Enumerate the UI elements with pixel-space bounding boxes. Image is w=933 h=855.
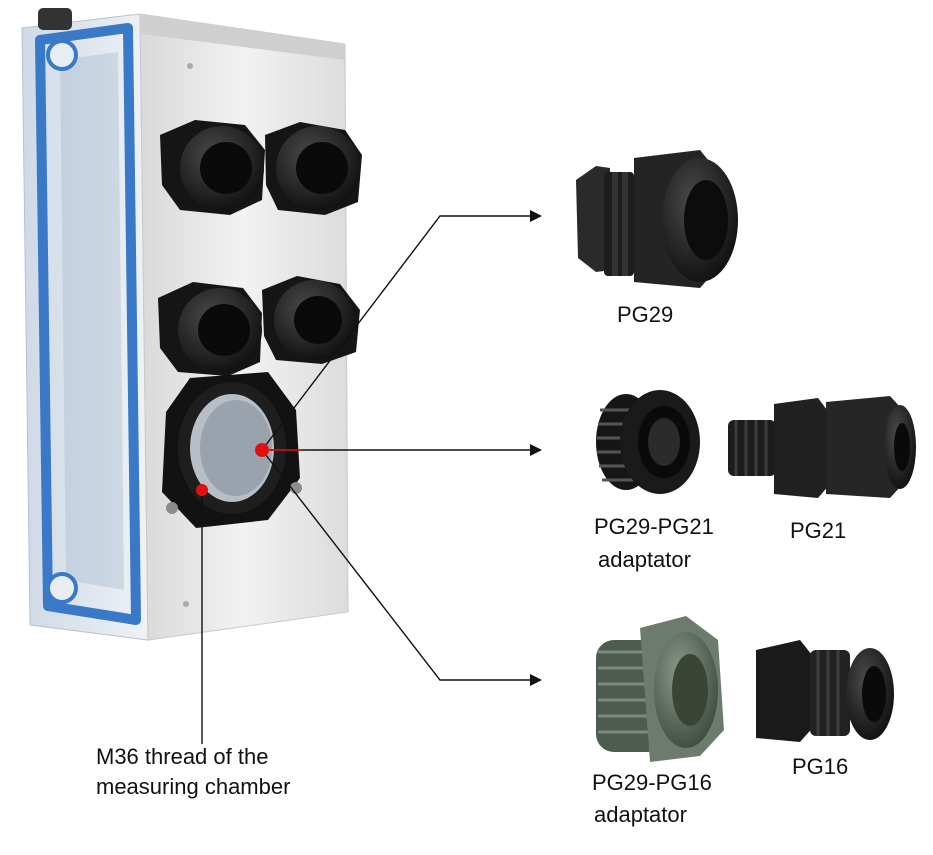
enclosure-gland-mid-left (158, 282, 262, 376)
arrow-to-pg29 (261, 210, 542, 451)
enclosure-gland-top-left (160, 120, 265, 215)
label-pg16: PG16 (792, 754, 849, 779)
label-pg21: PG21 (790, 518, 847, 543)
pg29-gland-image (576, 150, 738, 288)
enclosure-gland-mid-right (262, 276, 360, 364)
connector-lines (201, 210, 542, 744)
pg29-pg16-adaptor-image (596, 616, 724, 762)
pg29-pg21-adaptor-image (596, 390, 700, 494)
label-m36-thread-line1: M36 thread of the (96, 744, 269, 769)
arrow-to-pg16 (261, 449, 542, 686)
label-pg29-pg16-adaptator-line2: adaptator (594, 802, 687, 827)
label-pg29-pg21-adaptator-line2: adaptator (598, 547, 691, 572)
lid-gasket (35, 23, 141, 625)
label-pg29-pg16-adaptator-line1: PG29-PG16 (592, 770, 712, 795)
label-pg29: PG29 (617, 302, 674, 327)
pg16-gland-image (756, 640, 894, 742)
pointer-dot-thread (196, 484, 208, 496)
pointer-dot-adaptor (255, 443, 269, 457)
label-m36-thread-line2: measuring chamber (96, 774, 291, 799)
label-pg29-pg21-adaptator-line1: PG29-PG21 (594, 514, 714, 539)
pg21-gland-image (728, 396, 916, 498)
measuring-chamber-thread (162, 372, 302, 528)
enclosure-gland-top-right (265, 122, 362, 215)
